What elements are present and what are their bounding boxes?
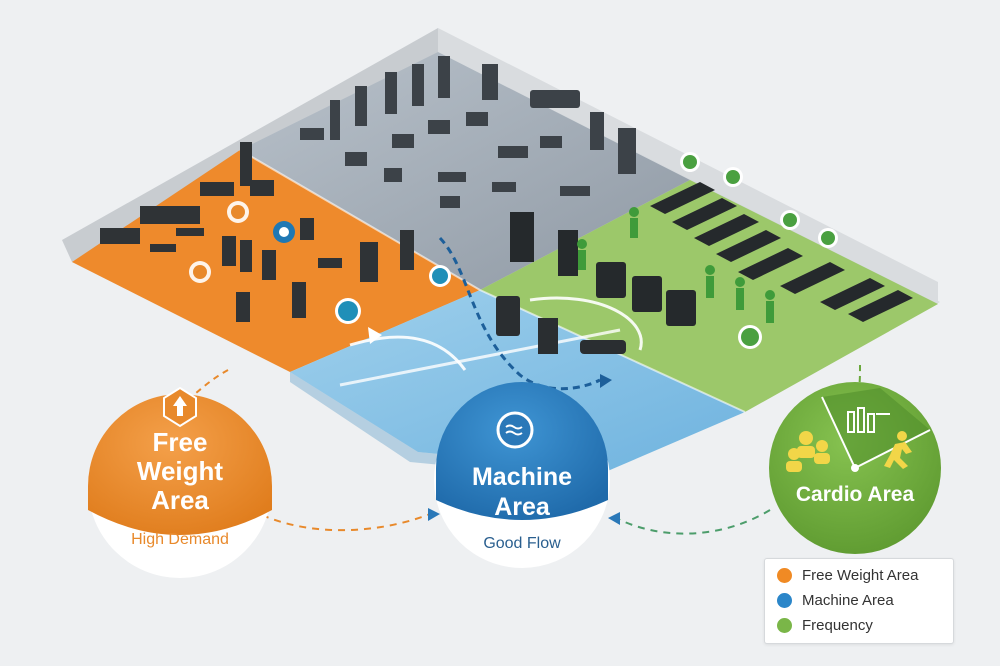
strength-equipment xyxy=(300,56,636,208)
equipment-icon xyxy=(847,407,890,433)
free-weight-title-line: Area xyxy=(151,485,209,515)
free-weight-title-line: Weight xyxy=(136,456,224,486)
free-weight-equipment xyxy=(100,142,414,322)
legend-item-free-weight: Free Weight Area xyxy=(777,565,918,585)
flow-arrow xyxy=(349,335,467,371)
cardio-title: Cardio Area xyxy=(795,483,915,506)
legend-label: Free Weight Area xyxy=(802,566,919,584)
flow-arrow-head xyxy=(600,374,612,388)
free-weight-title: Free Weight Area xyxy=(100,428,260,515)
legend-label: Machine Area xyxy=(802,591,894,609)
machine-equipment xyxy=(496,296,626,354)
machine-title-line: Machine xyxy=(471,463,573,491)
legend: Free Weight Area Machine Area Frequency xyxy=(764,558,954,644)
legend-dot-orange xyxy=(777,567,792,583)
arrow-head xyxy=(428,508,440,521)
connector-free-to-machine xyxy=(261,513,431,532)
connector-cardio-to-machine xyxy=(615,509,771,535)
legend-item-machine: Machine Area xyxy=(777,590,894,610)
people-figures xyxy=(577,207,775,323)
cardio-equipment xyxy=(510,182,913,326)
cardio-pie-segment xyxy=(822,388,930,468)
flow-arrow xyxy=(529,296,643,351)
people-icon xyxy=(786,431,830,472)
free-weight-subtitle: High Demand xyxy=(131,531,229,548)
machine-badge xyxy=(496,411,534,449)
floor-badges xyxy=(189,152,838,349)
pie-divider xyxy=(854,429,931,469)
legend-item-frequency: Frequency xyxy=(777,615,873,635)
connector-free-weight xyxy=(189,369,229,399)
machine-subtitle: Good Flow xyxy=(483,535,561,552)
pie-divider xyxy=(821,396,856,469)
legend-label: Frequency xyxy=(802,616,873,634)
free-weight-title-line: Free xyxy=(152,427,208,457)
runner-icon xyxy=(884,431,912,469)
free-weight-circle xyxy=(88,394,272,535)
machine-title-line: Area xyxy=(494,493,550,521)
machine-title: Machine Area xyxy=(442,462,602,522)
flow-arrow xyxy=(438,236,601,391)
arrow-head xyxy=(608,512,620,525)
legend-dot-blue xyxy=(777,592,792,608)
divider-line xyxy=(339,328,621,387)
flow-arrow-head xyxy=(368,327,382,344)
legend-dot-green xyxy=(777,617,792,633)
machine-zone-floor xyxy=(290,290,745,470)
machine-circle xyxy=(436,382,608,520)
pie-center xyxy=(851,464,859,472)
waves-icon xyxy=(505,424,523,436)
arrow-up-icon xyxy=(173,396,187,416)
